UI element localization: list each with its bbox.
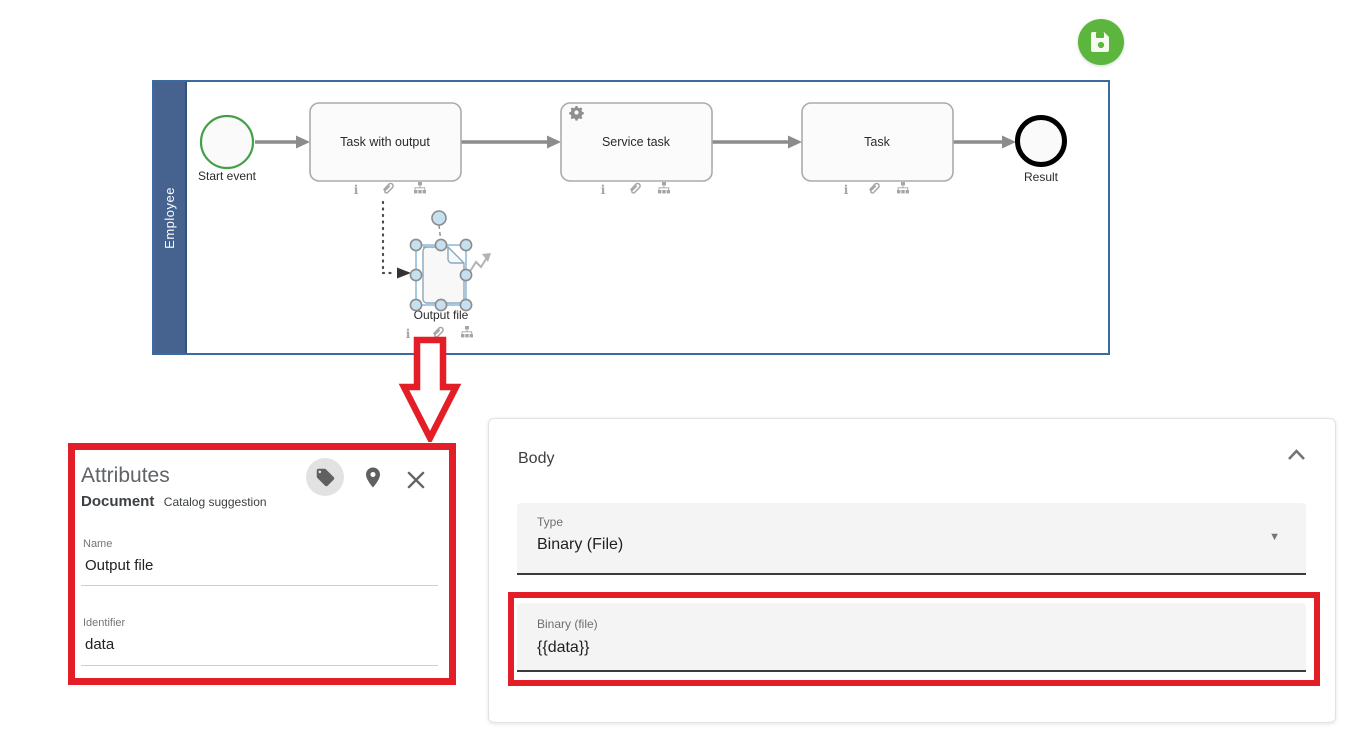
binary-file-field-wrap: Binary (file) xyxy=(517,603,1306,672)
bpmn-canvas[interactable]: Employee Start event xyxy=(152,80,1110,355)
data-association[interactable] xyxy=(381,200,411,279)
end-event-result[interactable]: Result xyxy=(1015,115,1067,185)
type-label: Type xyxy=(537,515,564,529)
save-button[interactable] xyxy=(1078,19,1124,65)
start-event[interactable]: Start event xyxy=(198,114,257,183)
task-with-output[interactable]: Task with output xyxy=(309,102,462,182)
waypoint-handle[interactable] xyxy=(431,210,447,244)
sequence-flow[interactable] xyxy=(255,135,310,149)
location-pin-button[interactable] xyxy=(360,463,386,491)
selection-handle[interactable] xyxy=(409,298,423,312)
diagram-shapes: Start event Task with output i xyxy=(198,102,1067,341)
task-label: Service task xyxy=(602,135,671,149)
element-type-hint: Catalog suggestion xyxy=(163,495,267,509)
dropdown-arrow-icon[interactable]: ▼ xyxy=(1269,531,1280,543)
selection-handle[interactable] xyxy=(409,238,423,252)
start-event-label: Start event xyxy=(198,169,257,183)
name-field[interactable] xyxy=(85,557,425,574)
close-icon xyxy=(407,471,425,489)
body-title: Body xyxy=(518,450,555,467)
selection-handle[interactable] xyxy=(459,238,473,252)
name-underline xyxy=(81,585,438,586)
paperclip-icon[interactable] xyxy=(629,182,641,194)
selection-handle[interactable] xyxy=(459,298,473,312)
type-value: Binary (File) xyxy=(537,536,624,553)
floppy-disk-icon xyxy=(1091,32,1109,52)
paperclip-icon[interactable] xyxy=(382,182,394,194)
type-select[interactable]: Type Binary (File) ▼ xyxy=(517,503,1306,575)
sitemap-icon[interactable] xyxy=(897,182,909,194)
connect-arrow-icon[interactable] xyxy=(468,253,491,274)
attributes-panel red-annotation-box: Attributes Document Catalog suggestion N… xyxy=(68,443,456,685)
task-badges[interactable]: i xyxy=(601,182,670,197)
end-event-label: Result xyxy=(1024,170,1059,184)
collapse-button[interactable] xyxy=(1285,447,1307,465)
binary-file-input[interactable] xyxy=(537,639,1137,657)
task[interactable]: Task xyxy=(801,102,954,182)
selection-handle[interactable] xyxy=(434,238,448,252)
body-panel: Body Type Binary (File) ▼ Binary (file) xyxy=(488,418,1336,723)
info-icon[interactable]: i xyxy=(601,183,606,197)
sequence-flow[interactable] xyxy=(712,135,802,149)
info-icon[interactable]: i xyxy=(354,183,359,197)
service-task[interactable]: Service task xyxy=(560,102,713,182)
task-badges[interactable]: i xyxy=(844,182,909,197)
binary-file-label: Binary (file) xyxy=(537,617,598,631)
task-badges[interactable]: i xyxy=(354,182,426,197)
chevron-up-icon xyxy=(1287,449,1305,460)
lane-employee[interactable]: Employee xyxy=(154,82,187,353)
data-object-label: Output file xyxy=(414,308,469,322)
location-pin-icon xyxy=(366,467,380,487)
identifier-label: Identifier xyxy=(83,617,126,629)
tag-button[interactable] xyxy=(306,458,344,496)
selection-handle[interactable] xyxy=(434,298,448,312)
paperclip-icon[interactable] xyxy=(868,182,880,194)
sitemap-icon[interactable] xyxy=(414,182,426,194)
element-type-row: Document Catalog suggestion xyxy=(81,493,267,511)
selection-handle[interactable] xyxy=(409,268,423,282)
gear-icon xyxy=(569,106,584,121)
info-icon[interactable]: i xyxy=(406,327,411,341)
identifier-underline xyxy=(81,665,438,666)
sitemap-icon[interactable] xyxy=(658,182,670,194)
selection-handles[interactable] xyxy=(409,238,473,312)
close-button[interactable] xyxy=(405,469,427,491)
name-label: Name xyxy=(83,538,113,550)
tag-icon xyxy=(316,468,334,486)
task-badges[interactable]: i xyxy=(406,326,473,341)
red-annotation-box: Binary (file) xyxy=(508,592,1320,686)
attributes-title: Attributes xyxy=(81,464,170,487)
sitemap-icon[interactable] xyxy=(461,326,473,338)
element-type: Document xyxy=(81,493,155,510)
task-label: Task xyxy=(864,135,890,149)
selection-handle[interactable] xyxy=(459,268,473,282)
sequence-flow[interactable] xyxy=(461,135,561,149)
red-annotation-arrow xyxy=(398,336,462,442)
task-label: Task with output xyxy=(340,135,430,149)
info-icon[interactable]: i xyxy=(844,183,849,197)
lane-label: Employee xyxy=(162,186,177,249)
identifier-field[interactable] xyxy=(85,636,425,653)
sequence-flow[interactable] xyxy=(953,135,1016,149)
paperclip-icon[interactable] xyxy=(432,326,444,338)
